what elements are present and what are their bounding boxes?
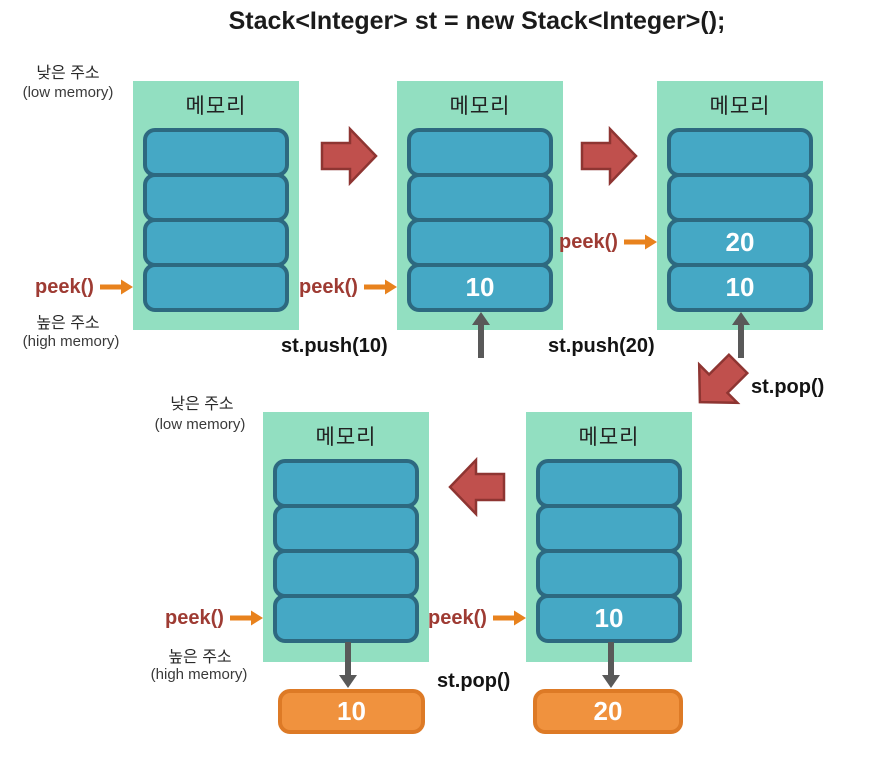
push-up-arrow-icon <box>732 312 750 358</box>
stack-slot <box>407 128 553 177</box>
peek-call: peek() <box>299 275 398 299</box>
peek-call: peek() <box>559 230 658 254</box>
high-address-label: 높은 주소 <box>36 315 100 332</box>
memory-title: 메모리 <box>709 95 771 118</box>
stack-slot <box>536 459 682 508</box>
memory-block-after-push-10: 메모리 10 <box>397 81 563 330</box>
st-pop-label: st.pop() <box>751 376 825 398</box>
stack-slot <box>667 128 813 177</box>
memory-block-after-push-20: 메모리 20 10 <box>657 81 823 330</box>
st-pop-label: st.pop() <box>437 670 511 692</box>
peek-call: peek() <box>35 275 134 299</box>
memory-title: 메모리 <box>315 426 377 449</box>
peek-label: peek() <box>165 606 224 629</box>
popped-value-box: 20 <box>533 689 683 734</box>
stack-slot: 10 <box>407 263 553 312</box>
pop-down-arrow-icon <box>602 642 620 688</box>
stack-slot <box>143 263 289 312</box>
high-memory-label: (high memory) <box>150 666 248 683</box>
peek-call: peek() <box>428 606 527 630</box>
stack-slot <box>273 594 419 643</box>
flow-arrow-right-icon <box>320 126 378 186</box>
peek-label: peek() <box>559 230 618 253</box>
stack-slot <box>143 128 289 177</box>
peek-arrow-icon <box>99 279 133 295</box>
stack-slot <box>667 173 813 222</box>
stack-slot <box>143 218 289 267</box>
memory-block-after-pop-10: 메모리 <box>263 412 429 662</box>
stack-slot <box>143 173 289 222</box>
peek-arrow-icon <box>363 279 397 295</box>
stack-slot <box>536 549 682 598</box>
st-push-20-label: st.push(20) <box>548 335 655 357</box>
stack-slot: 20 <box>667 218 813 267</box>
pop-down-arrow-icon <box>339 642 357 688</box>
memory-block-initial: 메모리 <box>133 81 299 330</box>
stack-slot <box>273 504 419 553</box>
peek-arrow-icon <box>229 610 263 626</box>
peek-call: peek() <box>165 606 264 630</box>
page-title: Stack<Integer> st = new Stack<Integer>()… <box>228 7 726 35</box>
stack-slot <box>273 549 419 598</box>
push-up-arrow-icon <box>472 312 490 358</box>
memory-title: 메모리 <box>449 95 511 118</box>
memory-title: 메모리 <box>578 426 640 449</box>
low-memory-label: (low memory) <box>22 84 114 101</box>
memory-block-after-pop-20: 메모리 10 <box>526 412 692 662</box>
st-push-10-label: st.push(10) <box>281 335 388 357</box>
stack-slot <box>407 218 553 267</box>
stack-slot <box>536 504 682 553</box>
high-address-label: 높은 주소 <box>168 649 232 666</box>
flow-arrow-left-icon <box>448 457 506 517</box>
low-address-label: 낮은 주소 <box>36 65 100 82</box>
peek-label: peek() <box>299 275 358 298</box>
low-address-label: 낮은 주소 <box>170 396 234 413</box>
stack-slot: 10 <box>536 594 682 643</box>
high-memory-label: (high memory) <box>22 333 120 350</box>
peek-label: peek() <box>428 606 487 629</box>
flow-arrow-down-left-icon <box>697 352 750 405</box>
peek-arrow-icon <box>623 234 657 250</box>
peek-label: peek() <box>35 275 94 298</box>
stack-slot <box>273 459 419 508</box>
stack-slot: 10 <box>667 263 813 312</box>
peek-arrow-icon <box>492 610 526 626</box>
popped-value-box: 10 <box>278 689 425 734</box>
memory-title: 메모리 <box>185 95 247 118</box>
stack-slot <box>407 173 553 222</box>
low-memory-label: (low memory) <box>154 416 246 433</box>
flow-arrow-right-icon <box>580 126 638 186</box>
